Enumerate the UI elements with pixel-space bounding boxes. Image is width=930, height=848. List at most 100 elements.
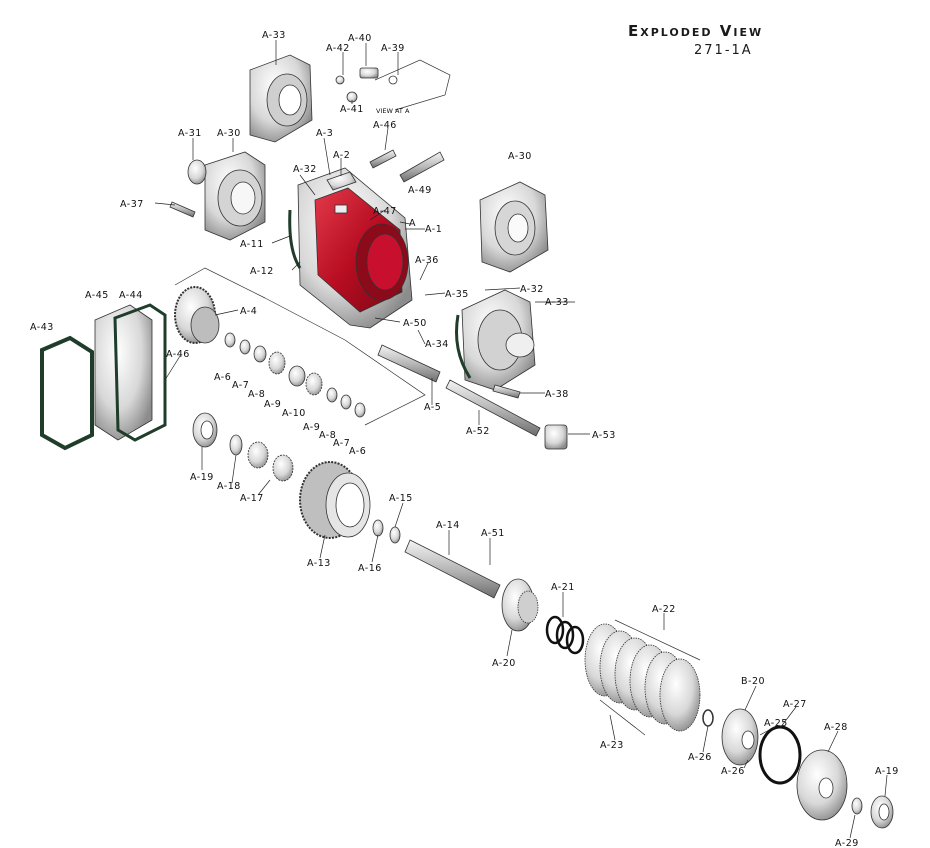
clutch-pack <box>584 623 701 732</box>
label-a13: A-13 <box>307 558 331 569</box>
washer-a18 <box>229 434 243 456</box>
part-labels: A-33 A-42 A-40 A-39 A-41 A-31 A-30 A-3 A… <box>30 30 899 848</box>
label-a32-top: A-32 <box>293 164 317 175</box>
label-a53: A-53 <box>592 430 616 441</box>
washer-a16 <box>372 519 384 537</box>
bearing-a17-1 <box>247 441 269 469</box>
drum-a13 <box>299 461 371 539</box>
label-a23: A-23 <box>600 740 624 751</box>
label-a37: A-37 <box>120 199 144 210</box>
cover-a30-left <box>204 151 266 241</box>
label-a7-lower: A-7 <box>333 438 350 449</box>
label-a46-top: A-46 <box>373 120 397 131</box>
label-a6-upper: A-6 <box>214 372 231 383</box>
label-a4: A-4 <box>240 306 257 317</box>
view-at-a-inset: VIEW AT A <box>374 59 451 115</box>
label-a46-left: A-46 <box>166 349 190 360</box>
label-a47: A-47 <box>373 206 397 217</box>
gasket-a43 <box>40 335 94 451</box>
label-a19-right: A-19 <box>875 766 899 777</box>
label-a28: A-28 <box>824 722 848 733</box>
label-a9-lower: A-9 <box>303 422 320 433</box>
housing-a1 <box>297 167 413 329</box>
parts-layer <box>40 54 894 829</box>
label-a44: A-44 <box>119 290 143 301</box>
label-a35: A-35 <box>445 289 469 300</box>
label-a16: A-16 <box>358 563 382 574</box>
shaft-a52 <box>445 379 541 437</box>
label-a5: A-5 <box>424 402 441 413</box>
label-a6-lower: A-6 <box>349 446 366 457</box>
cover-a33-right <box>461 289 536 391</box>
hub-a20 <box>501 578 539 632</box>
label-a15: A-15 <box>389 493 413 504</box>
label-a50: A-50 <box>403 318 427 329</box>
view-at-a-label: VIEW AT A <box>376 107 410 115</box>
label-a43: A-43 <box>30 322 54 333</box>
label-a10: A-10 <box>282 408 306 419</box>
label-a26-lower: A-26 <box>721 766 745 777</box>
label-a25: A-25 <box>764 718 788 729</box>
bolt-a37 <box>169 201 196 218</box>
washer-row-upper <box>224 332 366 418</box>
label-a11: A-11 <box>240 239 264 250</box>
leader-lines <box>154 40 888 839</box>
label-a20: A-20 <box>492 658 516 669</box>
gasket-a32-right <box>455 314 472 379</box>
plate-a2 <box>326 171 357 191</box>
label-a45: A-45 <box>85 290 109 301</box>
gear-a4 <box>174 286 220 344</box>
seal-a31 <box>187 159 207 185</box>
label-a36: A-36 <box>415 255 439 266</box>
label-a3: A-3 <box>316 128 333 139</box>
label-a18: A-18 <box>217 481 241 492</box>
bearing-a19-right <box>870 795 894 829</box>
valve-a53 <box>544 424 568 450</box>
seal-a27 <box>758 725 802 785</box>
gasket-a32-left <box>288 209 302 269</box>
label-a9-upper: A-9 <box>264 399 281 410</box>
gasket-a44 <box>113 303 167 442</box>
label-a19-left: A-19 <box>190 472 214 483</box>
label-a31: A-31 <box>178 128 202 139</box>
cover-a28 <box>796 749 848 821</box>
piston-b20 <box>721 708 759 766</box>
label-a33-top: A-33 <box>262 30 286 41</box>
cover-plate-a45 <box>94 304 153 441</box>
cover-a30-right <box>479 181 549 273</box>
label-a: A <box>409 218 416 229</box>
clutch-bracket-lines <box>599 619 701 736</box>
label-a30-right: A-30 <box>508 151 532 162</box>
label-a12: A-12 <box>250 266 274 277</box>
bolt-a49 <box>399 151 445 183</box>
label-a49: A-49 <box>408 185 432 196</box>
label-a2: A-2 <box>333 150 350 161</box>
label-a42: A-42 <box>326 43 350 54</box>
bearing-a17-2 <box>272 454 294 482</box>
label-a32-right: A-32 <box>520 284 544 295</box>
label-a51: A-51 <box>481 528 505 539</box>
label-a39: A-39 <box>381 43 405 54</box>
label-a22: A-22 <box>652 604 676 615</box>
label-a17: A-17 <box>240 493 264 504</box>
ring-a26-upper <box>702 709 714 727</box>
label-a52: A-52 <box>466 426 490 437</box>
label-a29: A-29 <box>835 838 859 848</box>
label-a7-upper: A-7 <box>232 380 249 391</box>
label-a40: A-40 <box>348 33 372 44</box>
label-a26-upper: A-26 <box>688 752 712 763</box>
label-a21: A-21 <box>551 582 575 593</box>
bolt-a38 <box>492 384 521 399</box>
label-a30-left: A-30 <box>217 128 241 139</box>
model-number: 271-1A <box>694 43 753 58</box>
diagram-title: Exploded View <box>628 22 764 40</box>
label-a8-lower: A-8 <box>319 430 336 441</box>
spring-a21 <box>545 615 585 655</box>
label-a34: A-34 <box>425 339 449 350</box>
label-b20: B-20 <box>741 676 765 687</box>
label-a1: A-1 <box>425 224 442 235</box>
label-a14: A-14 <box>436 520 460 531</box>
assembly-bracket <box>174 267 426 426</box>
